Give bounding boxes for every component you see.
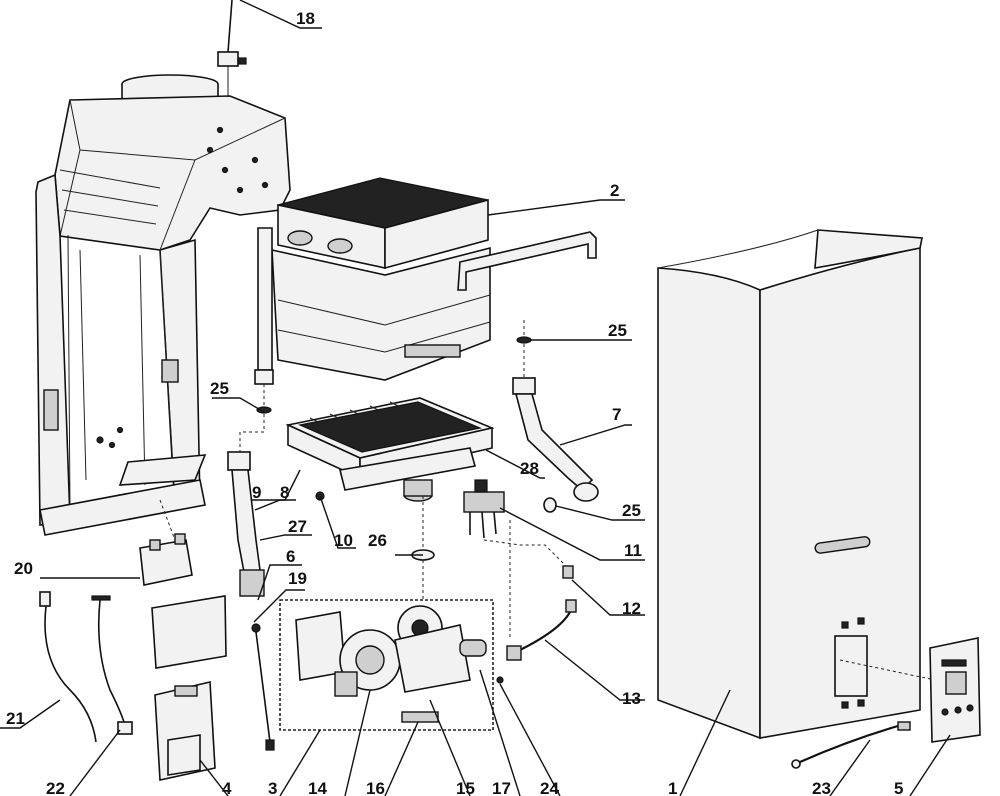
label-17: 17 xyxy=(492,779,511,796)
part-23-cable xyxy=(791,721,911,769)
part-5-control-panel xyxy=(929,637,981,743)
label-14: 14 xyxy=(308,779,327,796)
part-11-electrode xyxy=(463,479,505,539)
label-5: 5 xyxy=(894,779,903,796)
label-19: 19 xyxy=(288,569,307,588)
label-18: 18 xyxy=(296,9,315,28)
label-15: 15 xyxy=(456,779,475,796)
part-12-13-thermocouple xyxy=(496,565,577,684)
label-12: 12 xyxy=(622,599,641,618)
label-27: 27 xyxy=(288,517,307,536)
label-7: 7 xyxy=(612,405,621,424)
part-4-battery-box xyxy=(151,595,227,781)
label-11: 11 xyxy=(624,541,642,560)
label-8: 8 xyxy=(280,483,289,502)
frame-and-flue-hood xyxy=(35,74,291,536)
label-24: 24 xyxy=(540,779,559,796)
label-21: 21 xyxy=(6,709,25,728)
part-21-22-cables xyxy=(39,591,133,743)
label-22: 22 xyxy=(46,779,65,796)
label-10: 10 xyxy=(334,531,353,550)
part-1-front-cover xyxy=(657,229,936,740)
label-3: 3 xyxy=(268,779,277,796)
label-26: 26 xyxy=(368,531,387,550)
label-25-left: 25 xyxy=(210,379,229,398)
part-8-inlet-pipe xyxy=(227,451,265,597)
part-2-heat-exchanger xyxy=(254,177,597,385)
label-13: 13 xyxy=(622,689,641,708)
label-9: 9 xyxy=(252,483,261,502)
part-7-water-pipe xyxy=(512,377,599,502)
assembly-guide-lines xyxy=(159,320,567,640)
part-3-gas-valve-assembly xyxy=(279,599,494,731)
label-6: 6 xyxy=(286,547,295,566)
label-2: 2 xyxy=(610,181,619,200)
part-18-sensor xyxy=(217,0,247,98)
label-16: 16 xyxy=(366,779,385,796)
part-28-burner xyxy=(285,397,495,502)
label-25-right: 25 xyxy=(622,501,641,520)
label-23: 23 xyxy=(812,779,831,796)
leader-lines xyxy=(0,0,951,796)
label-25-top: 25 xyxy=(608,321,627,340)
label-20: 20 xyxy=(14,559,33,578)
callout-labels: 18 2 25 7 25 28 25 9 8 10 26 11 27 6 19 … xyxy=(6,9,903,796)
label-1: 1 xyxy=(668,779,677,796)
label-4: 4 xyxy=(222,779,232,796)
part-20-ignition-unit xyxy=(139,533,193,586)
label-28: 28 xyxy=(520,459,539,478)
